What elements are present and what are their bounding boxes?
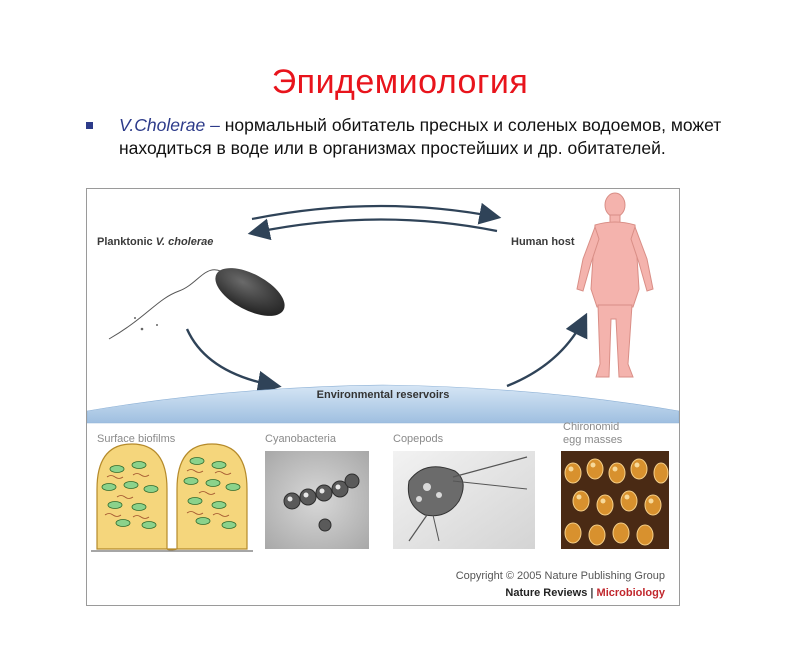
journal-subject: Microbiology <box>596 587 665 599</box>
bullet-description: нормальный обитатель пресных и соленых в… <box>119 115 722 158</box>
environment-band <box>87 384 679 424</box>
caption-cyanobacteria: Cyanobacteria <box>265 433 336 445</box>
transmission-arrows <box>247 202 502 241</box>
journal-name: Nature Reviews <box>505 587 588 599</box>
arrow-to-reservoir <box>185 328 282 395</box>
planktonic-label: Planktonic V. cholerae <box>97 236 214 248</box>
bullet-square-icon <box>86 122 93 129</box>
slide-title: Эпидемиология <box>271 63 529 101</box>
human-host-label: Human host <box>511 236 575 248</box>
journal-separator: | <box>590 587 594 599</box>
human-host-figure <box>576 192 654 378</box>
copyright-notice: Copyright © 2005 Nature Publishing Group <box>455 570 665 582</box>
biofilm-illustration <box>91 443 253 552</box>
vibrio-bacterium <box>108 268 285 340</box>
bullet-text: V.Cholerae – нормальный обитатель пресны… <box>119 114 756 160</box>
copepod-photo <box>393 451 535 549</box>
caption-surface-biofilms: Surface biofilms <box>97 433 176 445</box>
cholera-cycle-figure: Planktonic V. cholerae Human host Enviro… <box>86 188 680 606</box>
planktonic-species: V. cholerae <box>155 236 214 248</box>
environmental-reservoirs-label: Environmental reservoirs <box>316 389 450 401</box>
figure-drawing <box>87 192 679 552</box>
caption-copepods: Copepods <box>393 433 444 445</box>
chironomid-egg-photo <box>561 451 669 549</box>
bullet-paragraph: V.Cholerae – нормальный обитатель пресны… <box>86 114 756 160</box>
arrow-to-human <box>506 312 588 388</box>
journal-credit: Nature Reviews | Microbiology <box>505 587 665 599</box>
species-name: V.Cholerae – <box>119 115 220 135</box>
cyanobacteria-photo <box>265 451 369 549</box>
